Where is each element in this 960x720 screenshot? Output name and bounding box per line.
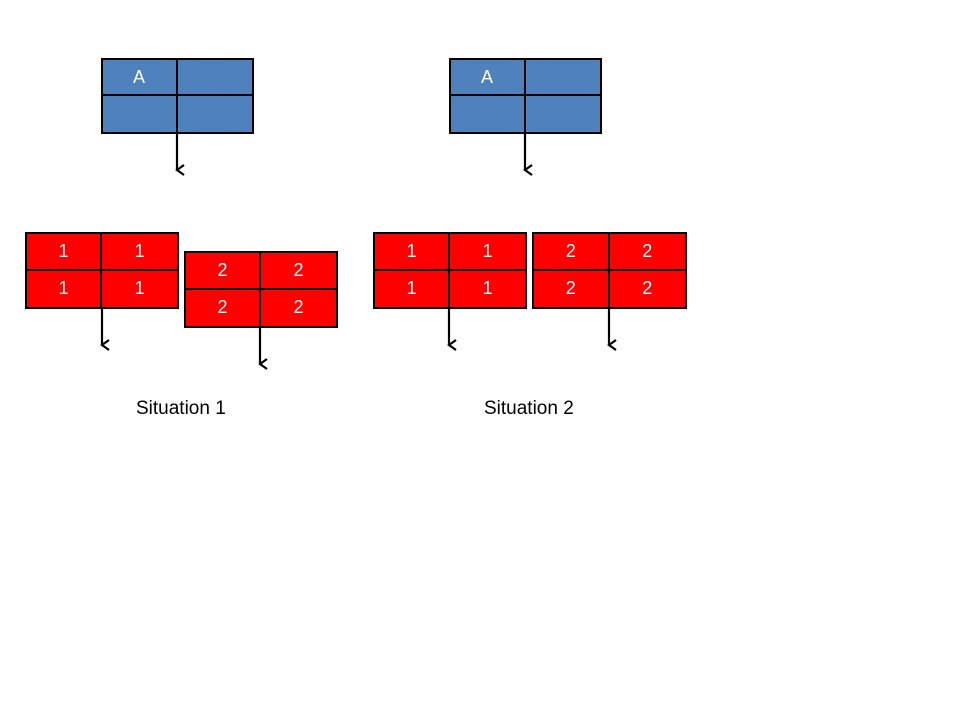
s2-child2-cell-1: 2: [609, 234, 685, 271]
s2-root-block: A: [449, 58, 602, 134]
s1-child1-cell-1: 1: [102, 234, 177, 271]
s1-child1-cell-2: 1: [27, 270, 102, 307]
s2-child1-cell-0: 1: [375, 234, 450, 271]
s1-root-cell-0: A: [103, 60, 178, 96]
s2-root-cell-0: A: [451, 60, 526, 96]
s1-root-cell-2: [103, 96, 178, 132]
s2-child1-cell-3: 1: [482, 278, 493, 299]
s2-child1-cell-2: 1: [375, 270, 450, 307]
s1-root-cell-3: [178, 96, 253, 132]
s2-child1-block: 1 1 1 1: [373, 232, 527, 309]
s1-child2-cell-3: 2: [293, 297, 304, 318]
s2-child2-block: 2 2 2 2: [532, 232, 687, 309]
s1-child2-cell-2: 2: [186, 289, 261, 326]
s2-root-cell-2: [451, 96, 526, 132]
s1-child1-cell-3: 1: [134, 278, 145, 299]
s1-caption: Situation 1: [136, 398, 226, 419]
s2-child2-cell-0: 2: [534, 234, 610, 271]
s1-child1-cell-0: 1: [27, 234, 102, 271]
s1-child1-block: 1 1 1 1: [25, 232, 179, 309]
s1-root-cell-1: [177, 60, 252, 96]
s2-child2-cell-3: 2: [642, 278, 653, 299]
s2-root-cell-1: [525, 60, 600, 96]
s1-root-block: A: [101, 58, 254, 134]
s2-caption: Situation 2: [484, 398, 574, 419]
s1-child2-block: 2 2 2 2: [184, 251, 338, 328]
s2-root-cell-3: [526, 96, 601, 132]
s2-child1-cell-1: 1: [450, 234, 525, 271]
s1-child2-cell-0: 2: [186, 253, 261, 290]
s1-child2-cell-1: 2: [261, 253, 336, 290]
s2-child2-cell-2: 2: [534, 270, 610, 307]
